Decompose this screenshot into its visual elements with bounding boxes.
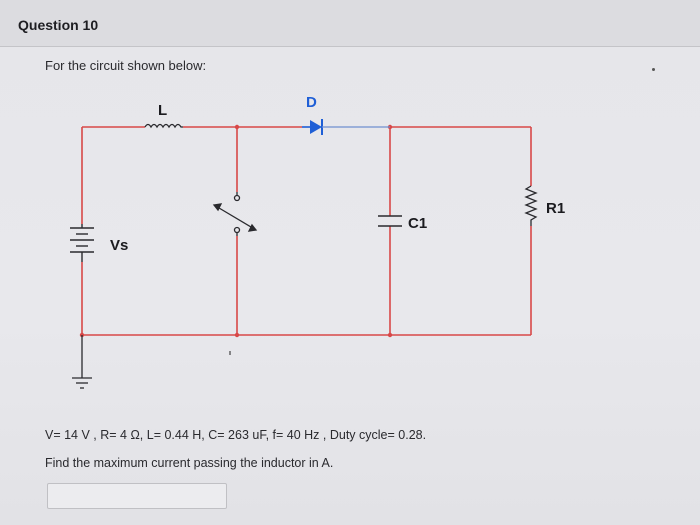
resistor-label: R1 <box>546 200 565 217</box>
voltage-source-label: Vs <box>110 237 128 254</box>
junction-dots <box>79 124 393 338</box>
capacitor-label: C1 <box>408 215 427 232</box>
question-parameters: V= 14 V , R= 4 Ω, L= 0.44 H, C= 263 uF, … <box>45 428 427 442</box>
inductor-symbol <box>144 123 183 129</box>
diode-label: D <box>306 94 317 111</box>
question-header: Question 10 <box>0 0 700 47</box>
junction-top-switch <box>234 124 240 130</box>
question-prompt: Find the maximum current passing the ind… <box>45 456 334 470</box>
capacitor-symbol <box>378 215 402 227</box>
junction-bottom-switch <box>234 332 240 338</box>
switch-symbol <box>212 192 258 236</box>
answer-input[interactable] <box>47 483 227 509</box>
ground-symbol <box>72 335 92 389</box>
page-dot <box>652 68 655 71</box>
diode-symbol <box>302 119 390 135</box>
junction-bottom-cap <box>387 332 393 338</box>
resistor-symbol <box>524 185 538 226</box>
question-title: Question 10 <box>18 17 99 33</box>
circuit-wires <box>81 126 532 336</box>
voltage-source-symbol <box>70 224 94 262</box>
inductor-label: L <box>158 102 167 119</box>
question-intro: For the circuit shown below: <box>45 58 207 73</box>
